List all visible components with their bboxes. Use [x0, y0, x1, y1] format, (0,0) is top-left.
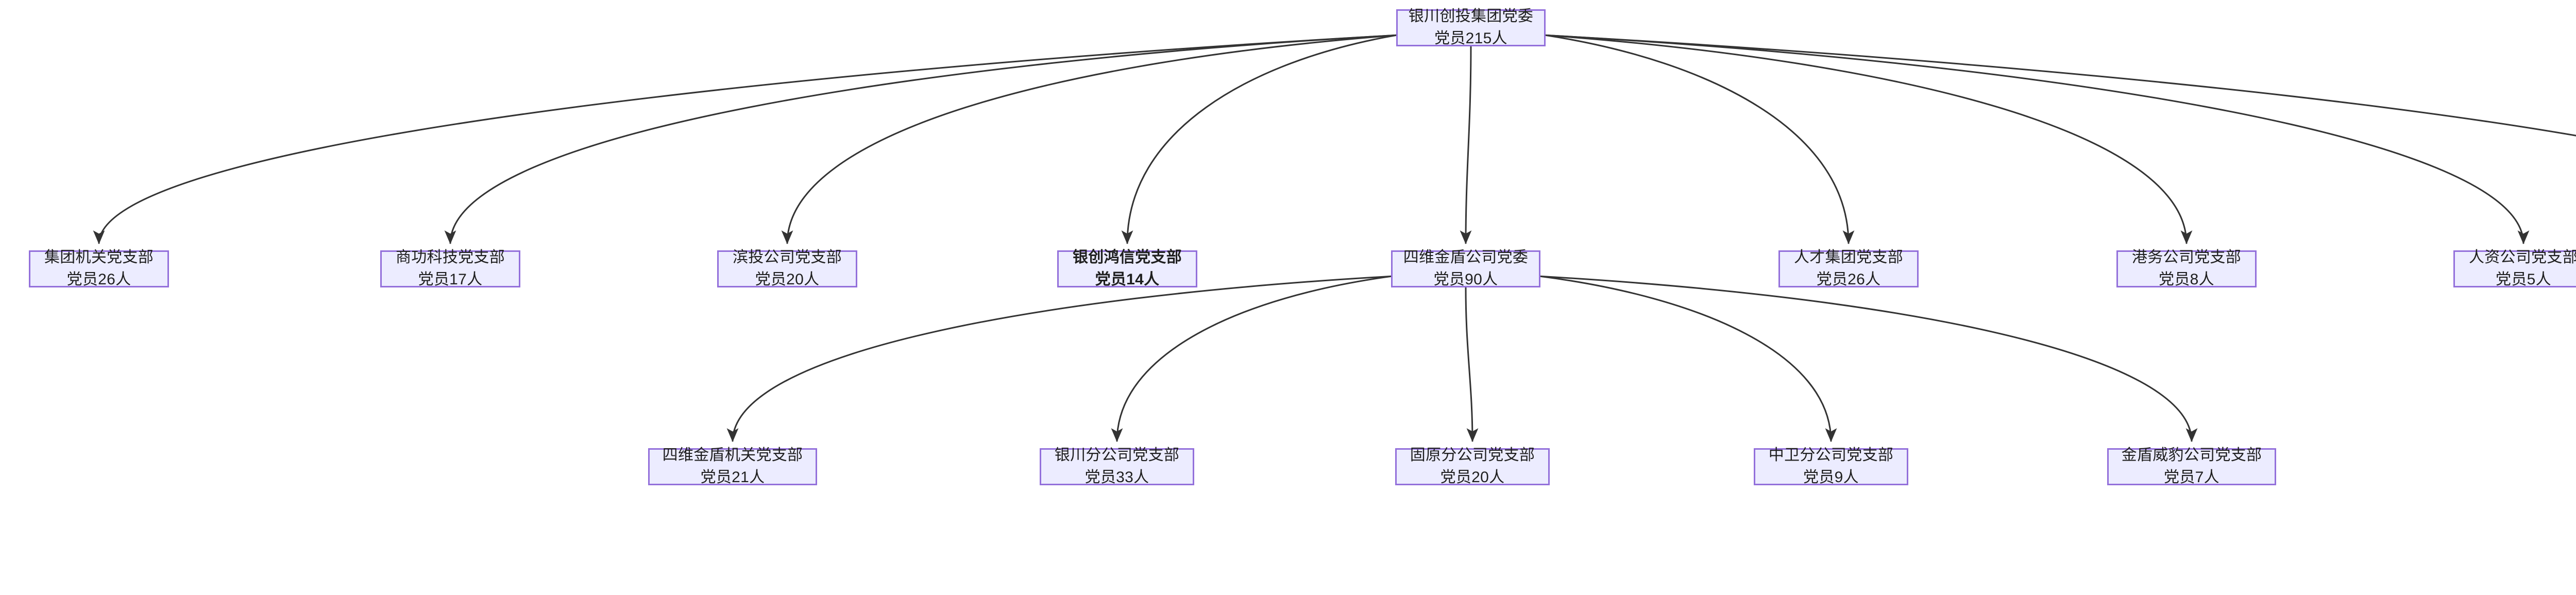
org-node-renzi[interactable]: 人资公司党支部党员5人: [2453, 249, 2576, 288]
edge-root-to-shanggong-keji: [444, 34, 1397, 245]
org-node-zhongwei-fen[interactable]: 中卫分公司党支部党员9人: [1754, 447, 1908, 486]
org-node-members: 党员17人: [418, 271, 483, 288]
org-node-rencai-jituan[interactable]: 人才集团党支部党员26人: [1778, 249, 1919, 288]
org-node-siwei-jiguan[interactable]: 四维金盾机关党支部党员21人: [648, 447, 817, 486]
org-node-yinchuang-hongxin[interactable]: 银创鸿信党支部党员14人: [1057, 249, 1197, 288]
org-node-yinchuan-fen[interactable]: 银川分公司党支部党员33人: [1040, 447, 1194, 486]
edge-siwei-jindun-to-jindun-weibao: [1540, 275, 2198, 443]
org-node-members: 党员7人: [2164, 469, 2219, 486]
org-node-members: 党员26人: [66, 271, 131, 288]
org-node-title: 固原分公司党支部: [1410, 447, 1535, 464]
org-node-title: 人才集团党支部: [1793, 249, 1904, 266]
org-node-title: 中卫分公司党支部: [1768, 447, 1894, 464]
org-node-members: 党员9人: [1803, 469, 1859, 486]
edge-siwei-jindun-to-guyuan-fen: [1465, 287, 1479, 443]
edge-root-to-bintou: [781, 34, 1397, 245]
org-node-title: 金盾威豹公司党支部: [2121, 447, 2262, 464]
org-node-title: 商功科技党支部: [395, 249, 505, 266]
edge-siwei-jindun-to-siwei-jiguan: [726, 275, 1392, 443]
org-node-members: 党员8人: [2159, 271, 2214, 288]
org-node-title: 集团机关党支部: [44, 249, 154, 266]
org-node-guyuan-fen[interactable]: 固原分公司党支部党员20人: [1395, 447, 1550, 486]
org-node-members: 党员21人: [700, 469, 765, 486]
org-node-title: 银创鸿信党支部: [1072, 249, 1182, 266]
org-node-members: 党员14人: [1095, 271, 1160, 288]
org-node-members: 党员20人: [755, 271, 820, 288]
edge-root-to-yinchuang-hongxin: [1121, 34, 1397, 245]
edge-root-to-gangwu: [1545, 34, 2193, 245]
org-node-title: 四维金盾公司党委: [1403, 249, 1529, 266]
org-node-title: 四维金盾机关党支部: [662, 447, 803, 464]
edge-root-to-siwei-jindun: [1460, 46, 1472, 245]
org-node-shanggong-keji[interactable]: 商功科技党支部党员17人: [380, 249, 520, 288]
org-node-jituan-jiguan[interactable]: 集团机关党支部党员26人: [29, 249, 169, 288]
edge-root-to-renzi: [1545, 34, 2530, 245]
edges-group: [93, 34, 2576, 443]
org-node-jindun-weibao[interactable]: 金盾威豹公司党支部党员7人: [2107, 447, 2276, 486]
edge-root-to-landun: [1545, 34, 2576, 137]
org-node-members: 党员5人: [2496, 271, 2551, 288]
org-node-members: 党员26人: [1816, 271, 1881, 288]
org-node-siwei-jindun[interactable]: 四维金盾公司党委党员90人: [1391, 249, 1540, 288]
org-node-members: 党员33人: [1084, 469, 1149, 486]
edge-root-to-jituan-jiguan: [93, 34, 1397, 245]
edge-siwei-jindun-to-zhongwei-fen: [1540, 275, 1837, 443]
org-node-bintou[interactable]: 滨投公司党支部党员20人: [717, 249, 857, 288]
edge-root-to-rencai-jituan: [1545, 34, 1855, 245]
org-node-members: 党员20人: [1440, 469, 1505, 486]
org-node-gangwu[interactable]: 港务公司党支部党员8人: [2116, 249, 2257, 288]
org-node-title: 港务公司党支部: [2131, 249, 2242, 266]
edge-siwei-jindun-to-yinchuan-fen: [1111, 275, 1392, 443]
org-node-title: 银川创投集团党委: [1408, 8, 1534, 25]
org-node-root[interactable]: 银川创投集团党委党员215人: [1396, 8, 1546, 47]
org-node-title: 人资公司党支部: [2468, 249, 2576, 266]
org-node-members: 党员215人: [1434, 30, 1507, 47]
org-node-title: 银川分公司党支部: [1054, 447, 1180, 464]
org-node-members: 党员90人: [1433, 271, 1498, 288]
org-node-title: 滨投公司党支部: [732, 249, 842, 266]
